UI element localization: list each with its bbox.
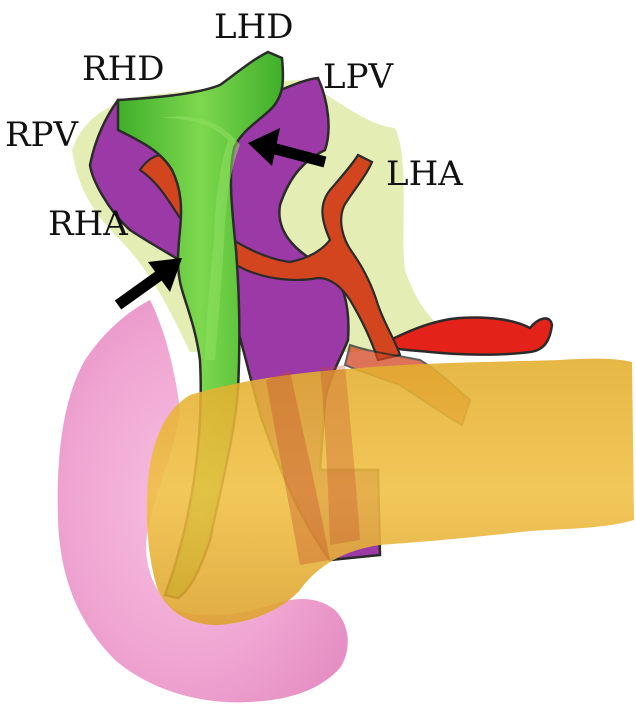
pancreas [147, 359, 634, 625]
label-lha: LHA [386, 154, 463, 194]
label-lpv: LPV [323, 57, 394, 97]
label-rha: RHA [48, 204, 128, 244]
label-rpv: RPV [5, 115, 79, 155]
label-lhd: LHD [214, 7, 294, 47]
label-rhd: RHD [82, 49, 165, 89]
